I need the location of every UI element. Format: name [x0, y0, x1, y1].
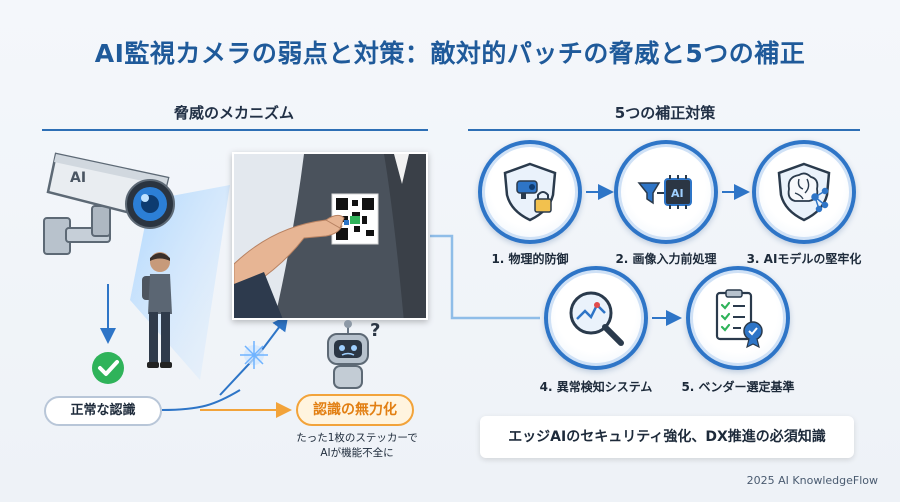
- camera-ai-label: AI: [70, 170, 86, 186]
- measure-4-label: 4. 異常検知システム: [539, 380, 653, 394]
- right-divider: [468, 129, 860, 131]
- threat-mechanism-heading: 脅威のメカニズム: [173, 104, 294, 122]
- footer-credit: 2025 AI KnowledgeFlow: [746, 474, 878, 487]
- filter-chip-icon: AI: [637, 175, 692, 209]
- measure-5-label: 5. ベンダー選定基準: [681, 380, 795, 394]
- spark-flash: [240, 341, 268, 369]
- shield-camera-lock-icon: [503, 162, 557, 222]
- recognition-disabled-label: 認識の無力化: [296, 394, 414, 426]
- page-title: AI監視カメラの弱点と対策：敵対的パッチの脅威と5つの補正: [94, 39, 806, 68]
- check-icon: [92, 352, 124, 384]
- brain-network-shield-icon: [777, 162, 831, 222]
- question-mark: ?: [370, 320, 380, 341]
- measure-1-label: 1. 物理的防御: [491, 252, 569, 266]
- sticker-note-line1: たった1枚のステッカーで: [296, 432, 418, 444]
- summary-box: エッジAIのセキュリティ強化、DX推進の必須知識: [480, 416, 854, 458]
- security-camera-icon: AI: [43, 152, 175, 255]
- sticker-note-line2: AIが機能不全に: [320, 447, 394, 459]
- checklist-certificate-icon: [715, 289, 763, 349]
- measure-3-circle: [752, 140, 856, 244]
- person-icon: [142, 252, 172, 368]
- measure-3-label: 3. AIモデルの堅牢化: [746, 252, 862, 266]
- measure-1-circle: [478, 140, 582, 244]
- left-divider: [42, 129, 428, 131]
- chip-ai-label: AI: [671, 187, 684, 200]
- magnifier-chart-icon: [569, 291, 624, 346]
- measure-2-label: 2. 画像入力前処理: [615, 252, 717, 266]
- normal-recognition-label: 正常な認識: [44, 396, 162, 426]
- confused-robot-icon: ?: [327, 320, 380, 389]
- measure-5-circle: [686, 266, 790, 370]
- measure-4-circle: [544, 266, 648, 370]
- adversarial-patch-photo: [232, 152, 428, 320]
- measure-2-circle: AI: [614, 140, 718, 244]
- sticker-note: たった1枚のステッカーで AIが機能不全に: [282, 431, 432, 461]
- measures-heading: 5つの補正対策: [614, 104, 716, 122]
